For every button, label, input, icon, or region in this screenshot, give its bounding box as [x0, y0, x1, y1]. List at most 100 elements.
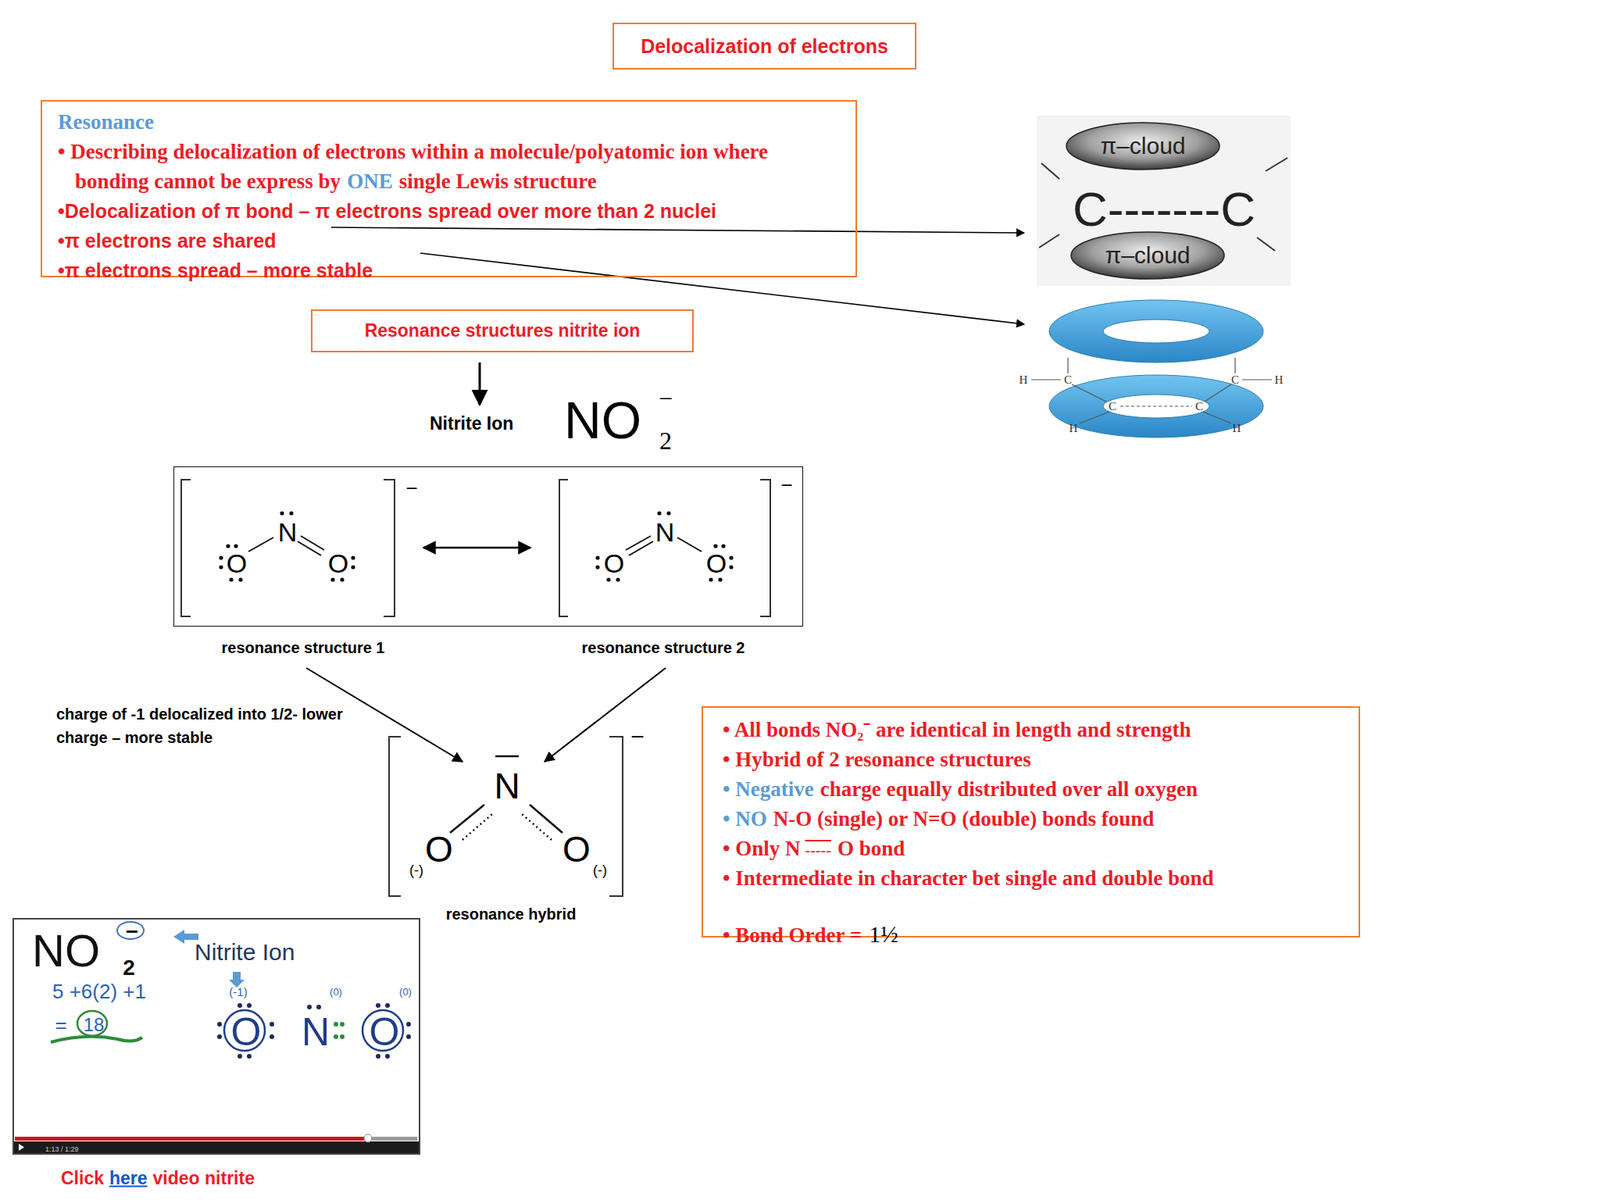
video-thumbnail-marks — [14, 921, 419, 1154]
lewis-bond — [248, 537, 274, 552]
text-line: •π electrons spread – more stable — [57, 257, 856, 287]
box-text: Nitrite Ion — [194, 940, 295, 965]
box-text: − — [125, 921, 139, 943]
text-line: • Negativecharge equally distributed ove… — [722, 775, 1359, 806]
box-text: • Intermediate in character bet single a… — [722, 866, 1214, 890]
torus-pi-figure — [1031, 357, 1272, 424]
box-text: O — [603, 550, 625, 577]
box-text: • NO — [722, 807, 768, 831]
hybrid-bond — [462, 814, 552, 840]
leader-arrow — [306, 227, 1025, 762]
label-text: − — [630, 725, 645, 749]
text-line: Resonance — [57, 108, 856, 139]
lone-pair-dots — [350, 564, 355, 569]
text-line: • Hybrid of 2 resonance structures — [722, 746, 1359, 776]
lewis-bond — [248, 535, 702, 556]
lewis-bond — [625, 535, 654, 556]
bracket — [559, 479, 568, 617]
label-text: resonance hybrid — [446, 906, 577, 922]
text-box: ONO−ONO− — [173, 466, 804, 627]
lone-pair-dots — [350, 555, 355, 560]
lone-pair-dots — [289, 510, 293, 515]
box-text: N — [301, 1012, 330, 1052]
video-thumbnail-marks — [217, 1021, 222, 1027]
text-line: • All bonds NO₂⁻ are identical in length… — [722, 716, 1359, 747]
box-text: •Delocalization of π bond – π electrons … — [57, 200, 717, 222]
video-thumbnail-marks — [362, 1010, 404, 1051]
box-text: Resonance — [57, 110, 154, 134]
box-text: = — [54, 1014, 67, 1036]
lone-pair-dots — [233, 543, 238, 548]
caption-line: Clickherevideo nitrite — [60, 1169, 255, 1188]
lone-pair-dots — [218, 555, 223, 560]
video-thumbnail-marks — [316, 1004, 322, 1010]
video-thumbnail-marks — [333, 1021, 345, 1040]
video-thumbnail-marks — [406, 1021, 411, 1027]
text-line: •Delocalization of π bond – π electrons … — [57, 197, 856, 228]
lone-pair-dots — [657, 510, 661, 515]
leader-arrow — [331, 227, 1025, 233]
text-box: • All bonds NO₂⁻ are identical in length… — [701, 706, 1361, 938]
video-thumbnail-marks — [246, 1003, 252, 1008]
lone-pair-dots — [339, 577, 344, 582]
leader-arrow — [478, 362, 482, 405]
label-text: O — [425, 831, 454, 868]
label-text: C — [1064, 374, 1072, 386]
lone-pair-dots — [721, 543, 725, 548]
lone-pair-dots — [666, 510, 671, 515]
label-text: C — [1231, 374, 1240, 386]
box-text: O bond — [837, 836, 905, 861]
video-thumbnail-marks — [224, 1010, 265, 1051]
box-text: NO — [32, 928, 100, 974]
video-thumbnail-marks — [406, 1034, 411, 1040]
label-text: O — [562, 831, 591, 868]
video-thumbnail-marks — [246, 1053, 252, 1059]
lewis-bond — [297, 535, 325, 556]
bracket — [181, 479, 771, 897]
label-text: resonance structure 2 — [582, 639, 746, 656]
box-text: charge equally distributed over all oxyg… — [820, 777, 1198, 801]
label-text: H — [1069, 422, 1079, 435]
hybrid-bond — [450, 756, 563, 840]
video-thumbnail-marks — [339, 1034, 345, 1040]
label-text: Nitrite Ion — [429, 414, 514, 433]
text-box: NO2−Nitrite Ion5 +6(2) +1=18(-1)(0)(0)ON… — [12, 917, 421, 1155]
box-text: ----- — [804, 841, 831, 859]
box-text: 5 +6(2) +1 — [52, 981, 147, 1002]
text-line: • Intermediate in character bet single a… — [722, 864, 1359, 895]
video-thumbnail-marks — [14, 1136, 368, 1141]
video-thumbnail-marks — [385, 1003, 390, 1008]
label-text: (-) — [592, 863, 608, 878]
lone-pair-dots — [279, 510, 284, 515]
video-thumbnail-marks — [339, 1021, 345, 1027]
box-text: single Lewis structure — [399, 169, 597, 193]
bracket — [383, 479, 395, 617]
video-thumbnail-marks — [375, 1053, 381, 1059]
resonance-arrow — [423, 547, 531, 549]
video-thumbnail-marks — [217, 1034, 222, 1040]
box-text: O — [369, 1012, 400, 1052]
box-text: • Bond Order = — [722, 923, 862, 947]
leader-arrow — [544, 667, 666, 762]
lone-pair-dots — [228, 577, 233, 582]
lone-pair-dots — [728, 564, 733, 569]
label-text: H — [1232, 422, 1242, 435]
label-text: C — [1108, 400, 1117, 413]
label-text: Click — [60, 1169, 104, 1188]
lone-pair-dots — [330, 577, 335, 582]
bracket — [389, 736, 401, 897]
title-box: Delocalization of electrons — [612, 22, 917, 70]
box-text: •π electrons spread – more stable — [57, 259, 373, 282]
label-text: π–cloud — [1100, 134, 1186, 158]
bracket — [760, 479, 771, 617]
text-line: • Describing delocalization of electrons… — [57, 138, 790, 198]
leader-arrow — [420, 253, 1025, 325]
bracket — [609, 736, 623, 897]
box-text: O — [231, 1012, 262, 1052]
video-thumbnail-marks — [18, 1143, 25, 1151]
label-text: − — [658, 385, 673, 411]
label-text: H — [1019, 374, 1029, 386]
pi-cloud-figure — [1071, 232, 1225, 279]
bracket — [181, 479, 191, 617]
